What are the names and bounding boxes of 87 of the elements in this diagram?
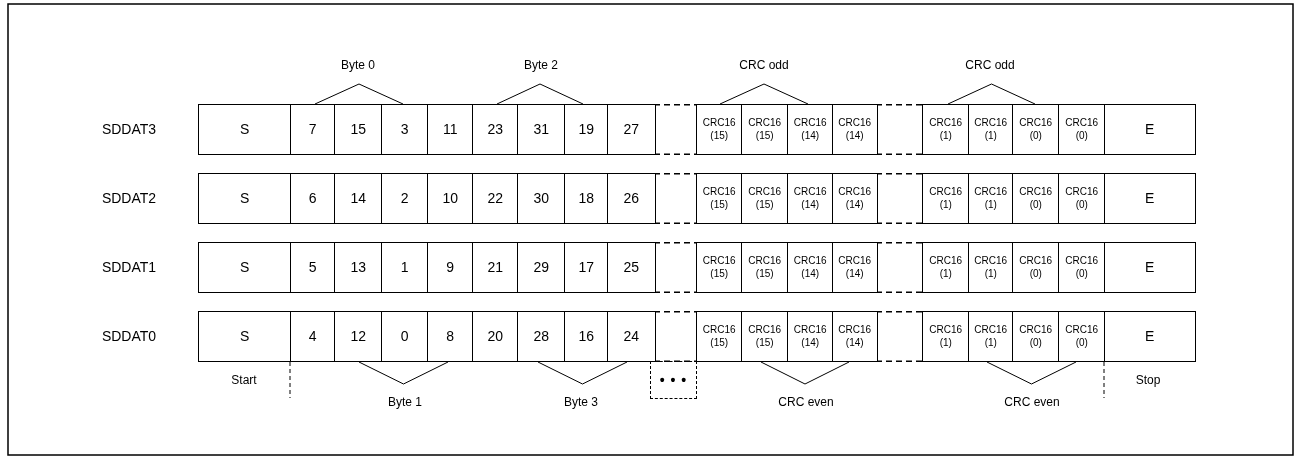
bit-cell: CRC16 (15) (741, 104, 789, 155)
bit-cell: 29 (517, 242, 566, 293)
bit-cell: 21 (472, 242, 519, 293)
bit-cell: 22 (472, 173, 519, 224)
ellipsis-box: • • • (650, 361, 697, 399)
bit-cell: 23 (472, 104, 519, 155)
bit-cell: CRC16 (15) (741, 311, 789, 362)
bit-cell: CRC16 (14) (787, 311, 834, 362)
bit-cell: 28 (517, 311, 566, 362)
stop-label: Stop (1135, 373, 1161, 387)
bit-cell: 3 (381, 104, 429, 155)
start-label: Start (231, 373, 257, 387)
bit-cell: S (198, 104, 292, 155)
bit-cell: CRC16 (14) (787, 104, 834, 155)
bit-cell: S (198, 311, 292, 362)
bit-cell: 2 (381, 173, 429, 224)
bracket-label: Byte 1 (388, 395, 422, 409)
bit-cell: 26 (607, 173, 656, 224)
bit-cell: CRC16 (14) (832, 104, 878, 155)
bit-cell: 17 (564, 242, 609, 293)
bit-cell: CRC16 (14) (832, 173, 878, 224)
bit-cell: S (198, 242, 292, 293)
bit-cell: E (1104, 242, 1196, 293)
bit-cell: CRC16 (0) (1058, 242, 1106, 293)
bit-cell: 8 (427, 311, 474, 362)
bit-cell: 25 (607, 242, 656, 293)
bit-cell: 27 (607, 104, 656, 155)
bit-cell: CRC16 (15) (696, 104, 743, 155)
bit-cell: CRC16 (15) (696, 242, 743, 293)
bit-cell: CRC16 (1) (968, 242, 1014, 293)
bit-cell: CRC16 (1) (968, 311, 1014, 362)
bracket-label: CRC even (1004, 395, 1060, 409)
bit-cell: CRC16 (0) (1058, 104, 1106, 155)
bracket-label: CRC even (778, 395, 834, 409)
bit-cell: CRC16 (1) (922, 104, 970, 155)
bit-cell: CRC16 (1) (968, 173, 1014, 224)
bit-cell: 5 (290, 242, 336, 293)
bracket-label: CRC odd (965, 58, 1015, 72)
bit-cell: CRC16 (1) (922, 311, 970, 362)
bit-cell: E (1104, 104, 1196, 155)
bit-cell: 1 (381, 242, 429, 293)
bit-cell: 6 (290, 173, 336, 224)
bit-cell: 19 (564, 104, 609, 155)
bit-cell: 30 (517, 173, 566, 224)
bit-cell: CRC16 (15) (696, 173, 743, 224)
bit-cell: 14 (334, 173, 383, 224)
bit-cell: CRC16 (1) (922, 242, 970, 293)
bit-cell: S (198, 173, 292, 224)
bracket-label: CRC odd (739, 58, 789, 72)
bit-cell: CRC16 (14) (787, 173, 834, 224)
bit-cell: E (1104, 311, 1196, 362)
bracket-label: Byte 3 (564, 395, 598, 409)
bit-cell: CRC16 (0) (1058, 173, 1106, 224)
bit-cell: CRC16 (15) (696, 311, 743, 362)
bit-cell: CRC16 (0) (1012, 311, 1060, 362)
bit-cell: 7 (290, 104, 336, 155)
bit-cell: CRC16 (0) (1058, 311, 1106, 362)
bit-cell: CRC16 (14) (787, 242, 834, 293)
bit-cell: CRC16 (15) (741, 242, 789, 293)
bit-cell: CRC16 (1) (922, 173, 970, 224)
bit-cell: 13 (334, 242, 383, 293)
bit-cell: CRC16 (0) (1012, 242, 1060, 293)
bit-cell: 20 (472, 311, 519, 362)
bit-cell: CRC16 (14) (832, 242, 878, 293)
bit-cell: E (1104, 173, 1196, 224)
bit-cell: 12 (334, 311, 383, 362)
bracket-label: Byte 0 (341, 58, 375, 72)
bit-cell: CRC16 (15) (741, 173, 789, 224)
bit-cell: 24 (607, 311, 656, 362)
bit-cell: 16 (564, 311, 609, 362)
bit-cell: 31 (517, 104, 566, 155)
row-label: SDDAT1 (101, 259, 157, 275)
bit-cell: CRC16 (0) (1012, 104, 1060, 155)
bit-cell: CRC16 (0) (1012, 173, 1060, 224)
row-label: SDDAT3 (101, 121, 157, 137)
bit-cell: 18 (564, 173, 609, 224)
bit-cell: 4 (290, 311, 336, 362)
bracket-label: Byte 2 (524, 58, 558, 72)
bit-cell: 10 (427, 173, 474, 224)
bit-cell: 0 (381, 311, 429, 362)
bit-cell: CRC16 (1) (968, 104, 1014, 155)
row-label: SDDAT2 (101, 190, 157, 206)
bit-cell: 9 (427, 242, 474, 293)
bit-cell: 11 (427, 104, 474, 155)
bit-cell: CRC16 (14) (832, 311, 878, 362)
bit-cell: 15 (334, 104, 383, 155)
row-label: SDDAT0 (101, 328, 157, 344)
